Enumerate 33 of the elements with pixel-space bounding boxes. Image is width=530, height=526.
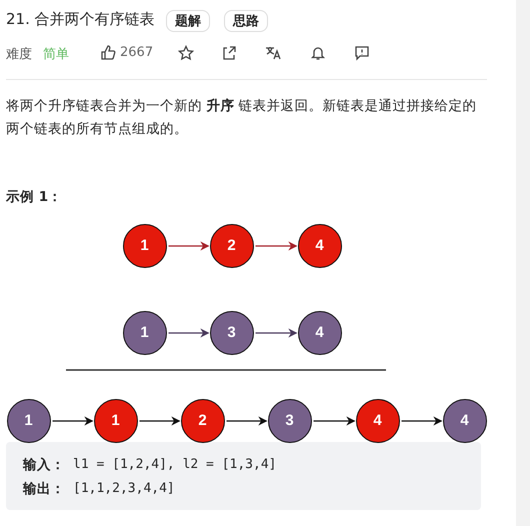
list-node-circle: 1	[122, 310, 166, 354]
list-node-circle: 3	[210, 310, 254, 354]
list-node-circle: 2	[210, 224, 254, 268]
output-label: 输出：	[23, 480, 65, 498]
arrow	[52, 416, 94, 426]
arrow	[140, 416, 180, 426]
list-node-circle: 1	[94, 398, 138, 442]
list-node-circle: 1	[6, 398, 50, 442]
description-text: 将两个升序链表合并为一个新的 升序 链表并返回。新链表是通过拼接给定的两个链表的所有节点组成的。	[6, 97, 478, 139]
output-code: [1,1,2,3,4,4]	[73, 481, 175, 496]
list-node-circle: 3	[268, 398, 312, 442]
tag-button: 题解	[166, 10, 210, 32]
input-code: l1 = [1,2,4], l2 = [1,3,4]	[73, 457, 276, 472]
difficulty-label: 难度	[6, 46, 32, 63]
arrow	[168, 328, 210, 338]
list-node-circle: 4	[442, 398, 486, 442]
tag-button: 思路	[224, 10, 268, 32]
arrow	[226, 416, 268, 426]
arrow	[402, 416, 442, 426]
page-title: 21. 合并两个有序链表	[6, 10, 155, 29]
input-label: 输入：	[23, 456, 65, 474]
like-count: 2667	[120, 45, 154, 60]
list-node-circle: 1	[122, 224, 166, 268]
example-heading: 示例 1：	[6, 188, 62, 206]
difficulty-value: 简单	[43, 46, 69, 63]
list-node-circle: 4	[298, 224, 342, 268]
list-node-circle: 2	[180, 398, 224, 442]
arrow	[256, 241, 298, 251]
list-node-circle: 4	[356, 398, 400, 442]
arrow	[168, 241, 210, 251]
list-node-circle: 4	[298, 310, 342, 354]
arrow	[256, 328, 298, 338]
arrow	[314, 416, 356, 426]
